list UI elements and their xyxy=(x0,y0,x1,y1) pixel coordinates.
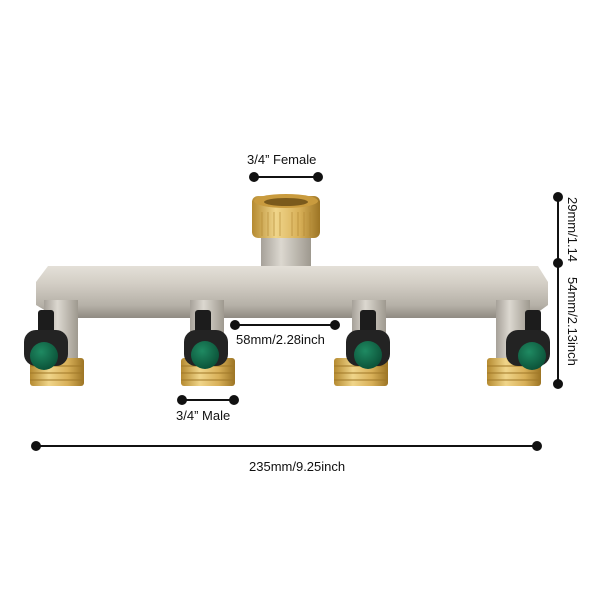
inlet-height-label: 29mm/1.14 xyxy=(565,197,580,263)
manifold-body xyxy=(36,266,548,362)
outlet-male-connectors xyxy=(30,358,541,386)
outlet-spacing-label: 58mm/2.28inch xyxy=(236,332,325,347)
shutoff-valve-1[interactable] xyxy=(24,310,68,370)
dimension-lines xyxy=(31,172,563,451)
inlet-female-connector xyxy=(252,194,320,272)
shutoff-valve-2[interactable] xyxy=(184,310,228,369)
inlet-size-label: 3/4” Female xyxy=(247,152,317,167)
body-height-label: 54mm/2.13inch xyxy=(565,277,580,366)
total-width-label: 235mm/9.25inch xyxy=(249,459,346,474)
shutoff-valve-4[interactable] xyxy=(506,310,550,370)
outlet-size-label: 3/4” Male xyxy=(176,408,231,423)
shutoff-valve-3[interactable] xyxy=(346,310,390,369)
